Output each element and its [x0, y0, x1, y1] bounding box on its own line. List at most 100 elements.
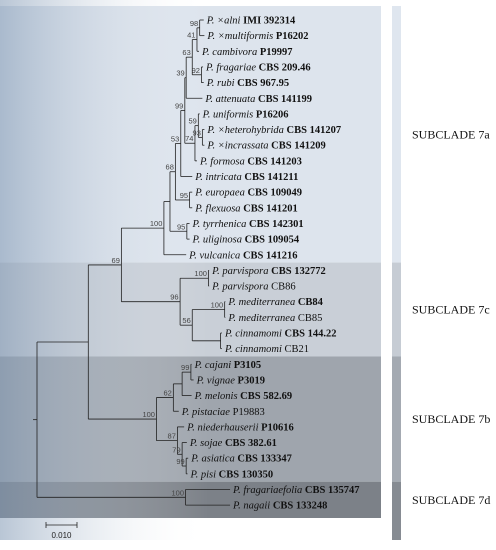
support-n15: 100: [150, 219, 163, 228]
support-n9: 99: [175, 101, 183, 110]
leaf-strain: CBS 133248: [270, 501, 327, 512]
support-n20: 96: [170, 293, 178, 302]
leaf-strain: CBS 109054: [242, 235, 300, 246]
left-gradient-overlay: [0, 0, 380, 540]
leaf-strain: CBS 209.46: [256, 62, 311, 73]
leaf-label-flexuosa: P. flexuosa CBS 141201: [194, 203, 298, 214]
leaf-strain: P16206: [253, 109, 288, 120]
leaf-label-heterohybrida: P. ×heterohybrida CBS 141207: [206, 125, 341, 136]
support-n28: 100: [142, 410, 155, 419]
support-n25: 99: [176, 457, 184, 466]
leaf-label-uliginosa: P. uliginosa CBS 109054: [192, 235, 300, 246]
support-n12: 68: [166, 163, 174, 172]
leaf-genus: P. nagaii: [232, 501, 270, 512]
support-n27: 87: [168, 432, 176, 441]
leaf-strain: CBS 144.22: [282, 329, 337, 340]
leaf-label-pisi: P. pisi CBS 130350: [190, 469, 274, 480]
leaf-strain: CBS 132772: [269, 266, 326, 277]
leaf-label-attenuata: P. attenuata CBS 141199: [204, 94, 312, 105]
leaf-strain: CBS 135747: [302, 485, 359, 496]
leaf-strain: P16202: [273, 31, 308, 42]
leaf-strain: CBS 141201: [241, 203, 298, 214]
subclade-label-7b: SUBCLADE 7b: [412, 412, 490, 426]
leaf-strain: P3105: [231, 360, 261, 371]
support-n2: 41: [187, 31, 195, 40]
leaf-label-europaea: P. europaea CBS 109049: [194, 188, 302, 199]
leaf-genus: P. flexuosa: [194, 203, 240, 214]
support-n22: 99: [181, 363, 189, 372]
support-n11: 95: [180, 191, 188, 200]
leaf-genus: P. niederhauserii: [186, 422, 258, 433]
leaf-strain: CBS 141216: [240, 250, 297, 261]
leaf-label-nagaii: P. nagaii CBS 133248: [232, 501, 327, 512]
leaf-label-niederhauserii: P. niederhauserii P10616: [186, 422, 294, 433]
leaf-genus: P. parvispora: [211, 282, 268, 293]
leaf-label-formosa: P. formosa CBS 141203: [199, 156, 302, 167]
leaf-label-mediterranea1: P. mediterranea CB84: [227, 297, 323, 308]
support-n19: 56: [182, 316, 190, 325]
leaf-genus: P. ×alni: [206, 16, 241, 27]
leaf-genus: P. parvispora: [211, 266, 268, 277]
leaf-label-cambivora: P. cambivora P19997: [201, 47, 293, 58]
leaf-strain: CBS 142301: [246, 219, 303, 230]
leaf-strain: CBS 382.61: [222, 438, 277, 449]
leaf-strain: CBS 141199: [255, 94, 312, 105]
leaf-genus: P. mediterranea: [227, 297, 295, 308]
leaf-label-tyrrhenica: P. tyrrhenica CBS 142301: [192, 219, 304, 230]
leaf-label-vignae: P. vignae P3019: [196, 375, 265, 386]
leaf-strain: CBS 109049: [245, 188, 302, 199]
leaf-genus: P. mediterranea: [227, 313, 295, 324]
leaf-genus: P. rubi: [206, 78, 235, 89]
support-n13: 95: [177, 222, 185, 231]
bar-7d: [392, 481, 401, 540]
support-n1: 98: [190, 19, 198, 28]
bar-7c: [392, 262, 401, 357]
leaf-strain: CBS 141209: [269, 141, 326, 152]
leaf-genus: P. vignae: [196, 375, 236, 386]
leaf-label-vulcanica: P. vulcanica CBS 141216: [188, 250, 297, 261]
leaf-strain: P19997: [257, 47, 292, 58]
leaf-strain: CB86: [269, 282, 296, 293]
leaf-genus: P. cajani: [194, 360, 232, 371]
leaf-genus: P. intricata: [194, 172, 241, 183]
leaf-strain: CBS 133347: [235, 454, 292, 465]
leaf-genus: P. pisi: [190, 469, 217, 480]
leaf-genus: P. fragariae: [205, 62, 256, 73]
leaf-label-multiformis: P. ×multiformis P16202: [206, 31, 308, 42]
leaf-label-melonis: P. melonis CBS 582.69: [194, 391, 293, 402]
leaf-genus: P. ×multiformis: [206, 31, 273, 42]
leaf-label-parvispora2: P. parvispora CB86: [211, 282, 296, 293]
leaf-label-pistaciae: P. pistaciae P19883: [181, 407, 265, 418]
leaf-label-fragariae: P. fragariae CBS 209.46: [205, 62, 311, 73]
leaf-genus: P. ×heterohybrida: [206, 125, 284, 136]
leaf-genus: P. cambivora: [201, 47, 257, 58]
leaf-label-incrassata: P. ×incrassata CBS 141209: [206, 141, 325, 152]
leaf-genus: P. cinnamomi: [224, 344, 282, 355]
leaf-genus: P. asiatica: [190, 454, 235, 465]
leaf-strain: CBS 130350: [216, 469, 273, 480]
leaf-strain: CB84: [295, 297, 323, 308]
leaf-genus: P. europaea: [194, 188, 245, 199]
tree-branches: [33, 19, 231, 506]
leaf-strain: CBS 141207: [284, 125, 341, 136]
leaf-genus: P. formosa: [199, 156, 245, 167]
leaf-genus: P. vulcanica: [188, 250, 240, 261]
bar-7a: [392, 6, 401, 263]
leaf-strain: CBS 141203: [245, 156, 302, 167]
leaf-genus: P. uniformis: [202, 109, 254, 120]
support-n24: 62: [164, 389, 172, 398]
leaf-genus: P. sojae: [189, 438, 223, 449]
leaf-label-rubi: P. rubi CBS 967.95: [206, 78, 289, 89]
leaf-strain: CB85: [295, 313, 322, 324]
leaf-strain: CBS 967.95: [235, 78, 290, 89]
leaf-label-parvispora1: P. parvispora CBS 132772: [211, 266, 326, 277]
support-n4: 63: [182, 48, 190, 57]
leaf-label-cinnamomi1: P. cinnamomi CBS 144.22: [224, 329, 337, 340]
support-n17: 100: [211, 301, 224, 310]
leaf-genus: P. cinnamomi: [224, 329, 282, 340]
support-n30: 100: [171, 488, 184, 497]
support-n26: 79: [172, 445, 180, 454]
